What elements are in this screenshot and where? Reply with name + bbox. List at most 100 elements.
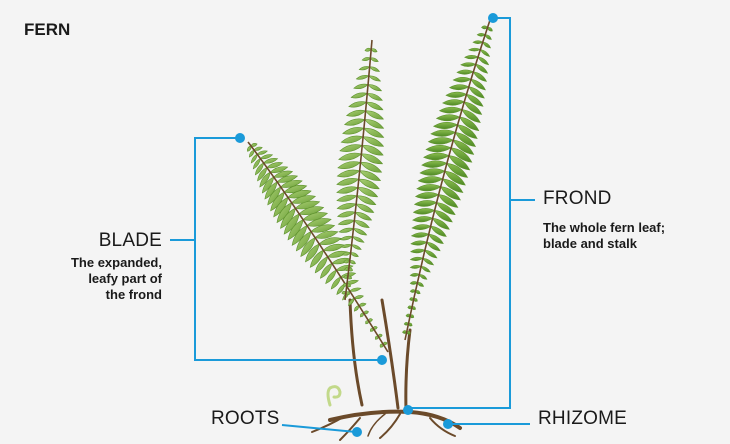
- leaflet: [410, 273, 419, 276]
- leaflet: [362, 145, 383, 155]
- leaflet: [421, 266, 430, 272]
- leaflet: [337, 195, 357, 201]
- fronds: [247, 20, 492, 352]
- leaflet: [337, 170, 359, 177]
- leaflet: [369, 76, 381, 81]
- leaflet: [339, 228, 353, 232]
- leaflet: [260, 155, 272, 159]
- leaflet: [428, 138, 453, 145]
- leaflet: [419, 274, 427, 279]
- leaflet: [411, 241, 427, 245]
- leaflet: [354, 84, 368, 89]
- leaflet: [354, 295, 363, 298]
- leaflet: [363, 137, 383, 147]
- leaflet: [418, 177, 442, 184]
- leaflet: [422, 161, 447, 168]
- leaflet: [465, 55, 478, 59]
- leaflet: [417, 184, 441, 190]
- leaflet: [347, 110, 366, 116]
- leaflet: [473, 72, 486, 82]
- leaflet: [450, 85, 469, 90]
- leaflet: [412, 233, 429, 238]
- leaflet: [351, 253, 359, 257]
- stalk-right: [406, 330, 410, 410]
- leaflet: [415, 200, 437, 206]
- leaflet: [413, 216, 433, 221]
- leaflet: [365, 120, 384, 129]
- leaflet: [414, 208, 435, 214]
- leaflet: [434, 122, 458, 128]
- leaflet: [323, 244, 344, 251]
- leaflet: [370, 67, 380, 72]
- leaflet: [357, 196, 376, 205]
- leaflet: [338, 161, 361, 168]
- leaflet: [356, 75, 369, 79]
- leaflet: [443, 100, 465, 106]
- frond-description: The whole fern leaf; blade and stalk: [543, 220, 665, 252]
- leaflet: [339, 153, 362, 160]
- leaflet: [469, 48, 481, 51]
- frond-right: [403, 20, 493, 340]
- leaflet: [366, 102, 383, 110]
- blade-label: BLADE: [99, 230, 162, 252]
- leaflet: [355, 212, 371, 220]
- leaflet: [362, 57, 370, 60]
- roots-pointer: [282, 425, 356, 432]
- blade-top-dot: [235, 133, 245, 143]
- fiddlehead: [328, 387, 340, 405]
- leaflet: [370, 58, 378, 62]
- leaflet: [337, 178, 359, 185]
- leaflet: [354, 229, 367, 235]
- leaflet: [247, 146, 251, 151]
- leaflet: [457, 70, 473, 74]
- leaflet: [425, 250, 437, 258]
- stalk-middle: [382, 300, 398, 408]
- frond-label: FROND: [543, 188, 612, 210]
- leaflet: [352, 245, 362, 250]
- rhizome-dot: [443, 419, 453, 429]
- leaflet: [351, 93, 367, 98]
- leaflet: [437, 115, 460, 121]
- root-3: [380, 414, 400, 438]
- leaflet: [420, 169, 445, 176]
- roots-dot: [352, 427, 362, 437]
- leaflet: [364, 128, 384, 137]
- leaflet: [249, 150, 254, 157]
- leaflet: [350, 288, 361, 292]
- leaflet: [337, 187, 358, 194]
- leaflet: [426, 145, 451, 152]
- leaflet: [368, 85, 381, 91]
- blade-bottom-dot: [377, 355, 387, 365]
- leaflet: [427, 242, 440, 251]
- leaflet: [343, 127, 364, 134]
- leaflet: [416, 192, 439, 198]
- leaflet: [485, 35, 491, 40]
- leaflet: [453, 77, 471, 82]
- callout-lines: [170, 18, 535, 432]
- leaflet: [411, 249, 425, 253]
- leaflet: [410, 257, 423, 260]
- leaflet: [337, 203, 356, 209]
- leaflet: [476, 64, 488, 73]
- leaflet: [366, 111, 384, 119]
- leaflet: [341, 136, 363, 143]
- roots-label: ROOTS: [211, 408, 280, 430]
- leaflet: [417, 282, 423, 286]
- rhizome-label: RHIZOME: [538, 408, 627, 430]
- leaflet: [340, 236, 352, 240]
- root-5: [368, 414, 385, 436]
- leaflet: [359, 66, 369, 70]
- frond-bottom-dot: [403, 405, 413, 415]
- rhizome-and-roots: [312, 412, 460, 440]
- leaflet: [461, 63, 476, 67]
- leaflet: [488, 27, 493, 31]
- leaflet: [480, 50, 489, 57]
- leaflet: [412, 225, 431, 230]
- leaflet: [367, 93, 382, 100]
- leaflet: [353, 237, 365, 243]
- leaflet: [354, 220, 369, 227]
- leaflet: [473, 41, 483, 44]
- diagram-title: FERN: [24, 20, 70, 40]
- blade-description: The expanded, leafy part of the frond: [71, 255, 162, 303]
- leaflet: [371, 49, 377, 52]
